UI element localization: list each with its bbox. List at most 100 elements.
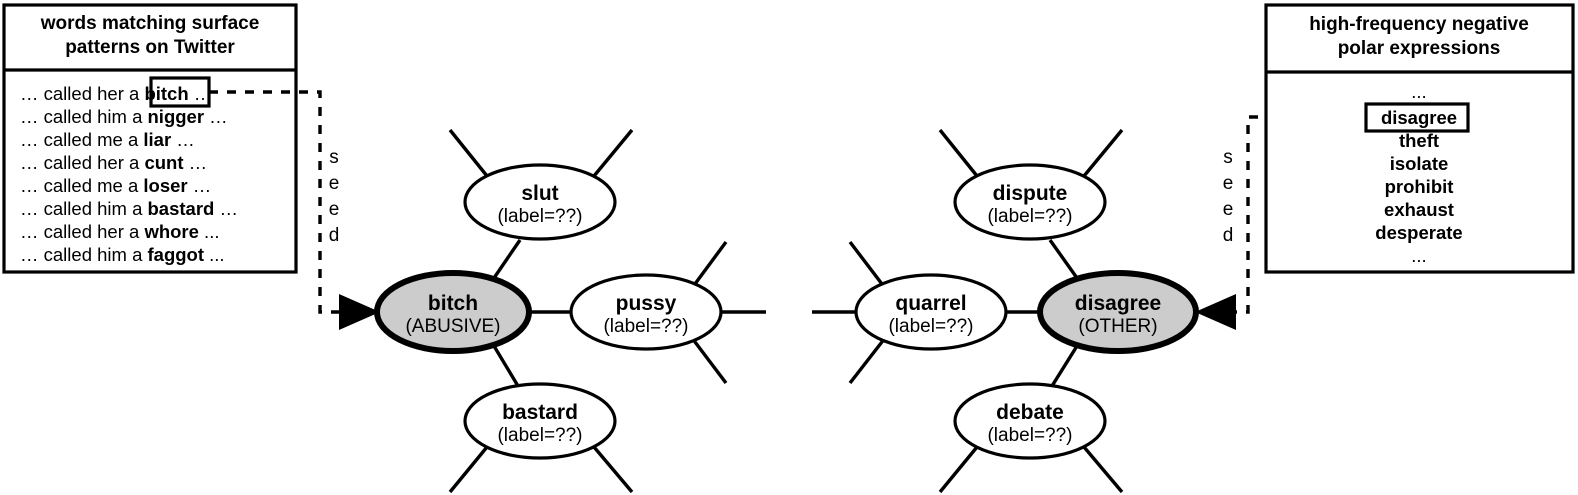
node-ellipse[interactable] <box>463 163 617 241</box>
node-label: (label=??) <box>497 425 582 446</box>
node-ellipse[interactable] <box>854 273 1008 351</box>
node-label: (ABUSIVE) <box>405 316 500 337</box>
seed-word-highlight-box-disagree[interactable] <box>1364 102 1470 133</box>
graph-edge-stub <box>1082 128 1124 178</box>
node-pussy[interactable]: pussy (label=??) <box>569 273 723 351</box>
pattern-prefix: … called her a <box>20 83 144 104</box>
pattern-prefix: … called her a <box>20 221 144 242</box>
node-debate[interactable]: debate (label=??) <box>953 382 1107 460</box>
list-item-ellipsis: ... <box>1411 81 1426 102</box>
pattern-prefix: … called him a <box>20 106 148 127</box>
right-panel: high-frequency negative polar expression… <box>1264 3 1575 274</box>
node-label: (label=??) <box>987 206 1072 227</box>
left-panel-title-line2: patterns on Twitter <box>65 37 235 58</box>
node-word: bastard <box>502 401 578 424</box>
pattern-suffix: … <box>204 106 228 127</box>
node-ellipse[interactable] <box>463 382 617 460</box>
right-panel-title-line1: high-frequency negative <box>1309 14 1529 35</box>
pattern-word: bitch <box>144 83 188 104</box>
list-item[interactable]: theft <box>1399 130 1439 151</box>
list-item[interactable]: … called him a bastard … <box>20 198 238 219</box>
pattern-suffix: … <box>171 129 195 150</box>
left-panel-frame <box>2 3 298 274</box>
seed-label-letter: e <box>1223 173 1234 194</box>
graph-edge-stub <box>592 445 634 494</box>
seed-label-letter: e <box>1223 199 1234 220</box>
list-item[interactable]: … called me a loser … <box>20 175 211 196</box>
list-item[interactable]: disagree <box>1381 107 1457 128</box>
pattern-prefix: … called him a <box>20 198 148 219</box>
list-item[interactable]: … called her a whore ... <box>20 221 219 242</box>
list-item[interactable]: … called him a nigger … <box>20 106 228 127</box>
pattern-word: whore <box>143 221 198 242</box>
right-panel-frame <box>1264 3 1575 274</box>
node-word: disagree <box>1075 292 1161 315</box>
graph-edge-stub <box>690 336 728 385</box>
node-word: slut <box>521 182 558 205</box>
graph-edge-stub <box>938 445 979 494</box>
right-panel-title-line2: polar expressions <box>1338 38 1501 59</box>
node-ellipse[interactable] <box>953 163 1107 241</box>
node-bastard[interactable]: bastard (label=??) <box>463 382 617 460</box>
left-seed-dashed-path <box>209 90 343 314</box>
node-bitch-seed[interactable]: bitch (ABUSIVE) <box>374 270 532 354</box>
node-word: debate <box>996 401 1064 424</box>
node-word: pussy <box>616 292 677 315</box>
left-panel-title-line1: words matching surface <box>40 13 260 34</box>
node-ellipse[interactable] <box>953 382 1107 460</box>
graph-edge <box>1050 345 1079 387</box>
node-quarrel[interactable]: quarrel (label=??) <box>854 273 1008 351</box>
node-label: (label=??) <box>987 425 1072 446</box>
seed-label-letter: d <box>329 225 340 246</box>
list-item[interactable]: exhaust <box>1384 199 1454 220</box>
node-label: (label=??) <box>603 316 688 337</box>
graph-edge-stub <box>448 128 489 178</box>
pattern-prefix: … called me a <box>20 129 143 150</box>
pattern-suffix: … <box>214 198 238 219</box>
list-item[interactable]: … called her a cunt … <box>20 152 207 173</box>
node-label: (label=??) <box>497 206 582 227</box>
graph-edge <box>1048 239 1079 279</box>
pattern-suffix: … <box>189 83 213 104</box>
pattern-prefix: … called him a <box>20 244 148 265</box>
node-label: (label=??) <box>888 316 973 337</box>
left-panel: words matching surface patterns on Twitt… <box>2 3 298 274</box>
right-cluster-edges <box>812 128 1124 494</box>
seed-label-letter: e <box>329 199 340 220</box>
left-seed-arrowhead-icon <box>339 294 380 330</box>
pattern-word: cunt <box>144 152 183 173</box>
node-ellipse[interactable] <box>569 273 723 351</box>
graph-edge-stub <box>1082 445 1124 494</box>
graph-edge-stub <box>938 128 979 178</box>
pattern-suffix: ... <box>204 244 225 265</box>
pattern-suffix: ... <box>199 221 220 242</box>
node-word: quarrel <box>895 292 966 315</box>
list-item[interactable]: … called me a liar … <box>20 129 195 150</box>
node-disagree-seed[interactable]: disagree (OTHER) <box>1037 270 1199 354</box>
left-panel-pattern-list: … called her a bitch … … called him a ni… <box>20 83 238 265</box>
list-item[interactable]: … called her a bitch … <box>20 83 212 104</box>
seed-label-letter: e <box>329 173 340 194</box>
right-seed-arrowhead-icon <box>1195 294 1236 330</box>
graph-edge-stub <box>848 240 887 290</box>
node-dispute[interactable]: dispute (label=??) <box>953 163 1107 241</box>
seed-label-letter: s <box>1223 147 1233 168</box>
node-ellipse-seed[interactable] <box>374 270 532 354</box>
list-item[interactable]: isolate <box>1390 153 1449 174</box>
list-item[interactable]: prohibit <box>1385 176 1454 197</box>
graph-edge <box>492 345 520 387</box>
node-word: bitch <box>428 292 478 315</box>
pattern-prefix: … called her a <box>20 152 144 173</box>
pattern-word: faggot <box>148 244 205 265</box>
left-cluster-edges <box>448 128 766 494</box>
left-seed-connector: s e e d <box>209 90 380 330</box>
list-item[interactable]: … called him a faggot ... <box>20 244 225 265</box>
node-slut[interactable]: slut (label=??) <box>463 163 617 241</box>
graph-edge-stub <box>448 445 489 494</box>
list-item-ellipsis: ... <box>1411 245 1426 266</box>
pattern-prefix: … called me a <box>20 175 143 196</box>
node-label: (OTHER) <box>1078 316 1157 337</box>
list-item[interactable]: desperate <box>1375 222 1462 243</box>
